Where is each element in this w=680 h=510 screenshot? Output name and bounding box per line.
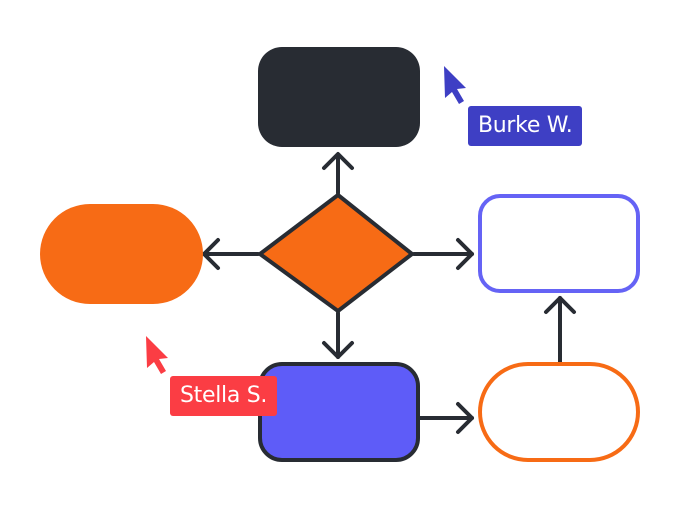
- edge-bottom-right-to-right-top: [544, 296, 576, 364]
- burke-cursor-pointer-icon: [444, 66, 466, 104]
- edge-decision-to-right-top: [412, 238, 474, 270]
- edge-decision-to-top: [322, 152, 354, 195]
- collaborator-label-burke: Burke W.: [468, 106, 583, 146]
- edge-decision-to-bottom: [322, 311, 354, 359]
- node-decision[interactable]: [258, 193, 414, 313]
- node-bottom-right[interactable]: [478, 362, 640, 462]
- node-left[interactable]: [40, 204, 203, 304]
- node-bottom[interactable]: [258, 362, 420, 462]
- edge-bottom-to-bottom-right: [417, 402, 474, 434]
- stella-cursor-pointer-icon: [146, 336, 168, 374]
- collaborator-label-stella: Stella S.: [170, 376, 278, 416]
- node-right-top[interactable]: [478, 194, 640, 293]
- node-top[interactable]: [258, 47, 420, 147]
- edge-decision-to-left: [202, 238, 260, 270]
